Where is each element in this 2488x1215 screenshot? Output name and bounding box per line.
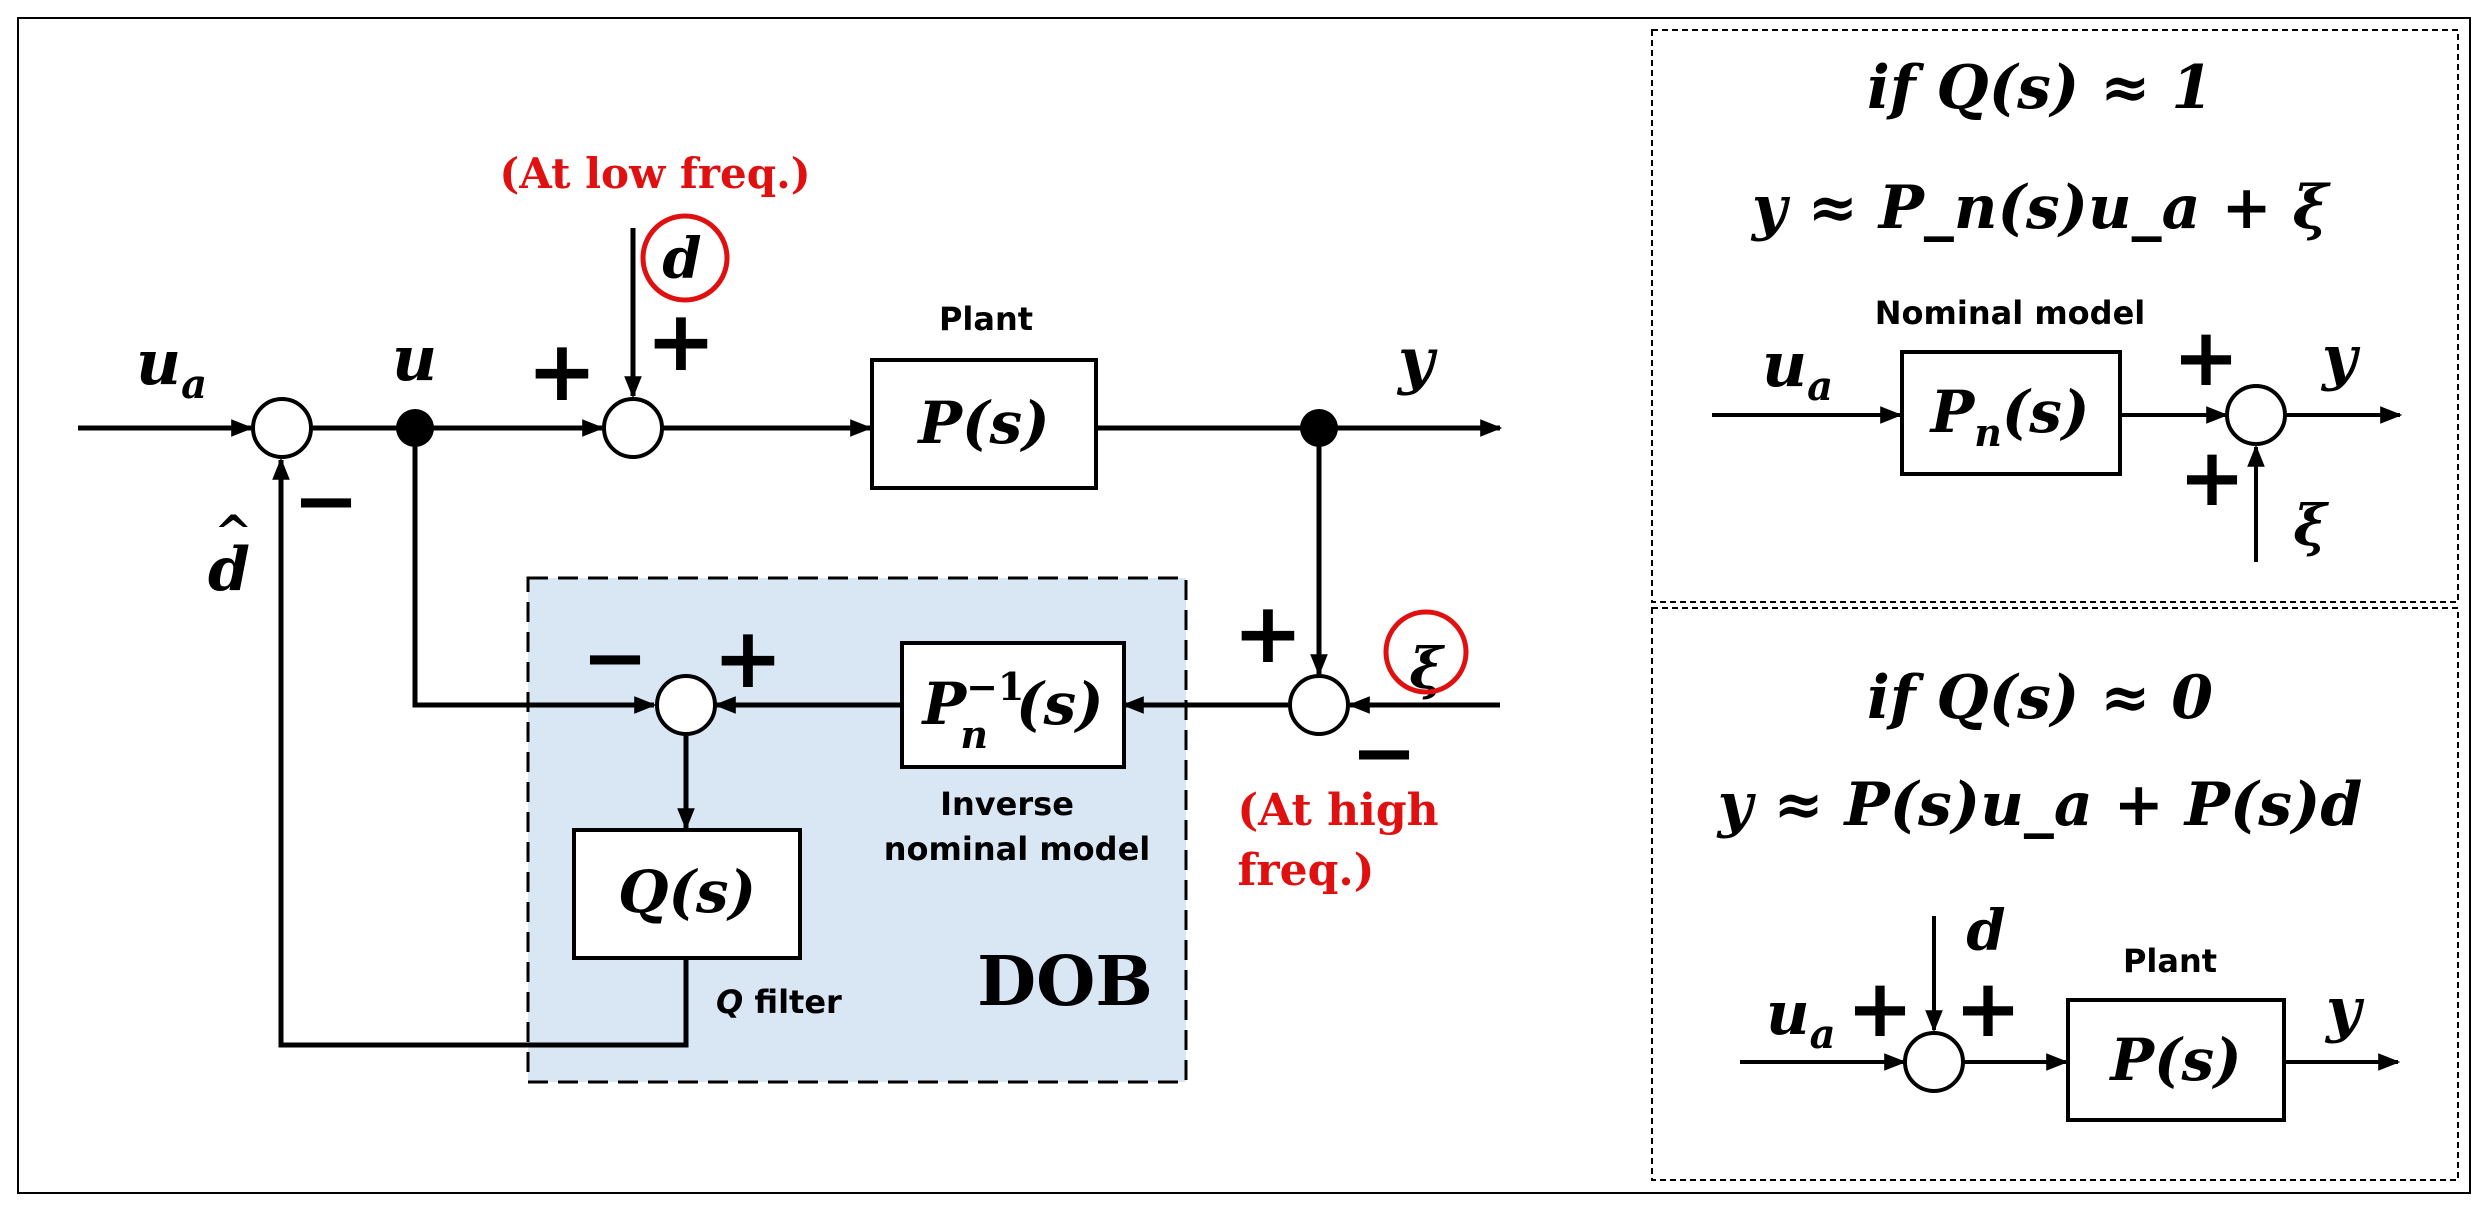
sign-minus-sum4: − <box>581 611 648 704</box>
plant-block <box>870 358 1098 490</box>
high-freq-note-line1: (At high <box>1237 785 1438 836</box>
sign-minus-sum1: − <box>292 454 359 547</box>
plant-label: Plant <box>939 300 1033 338</box>
inverse-nominal-block <box>900 641 1126 769</box>
bottom-summing-junction <box>1903 1031 1965 1093</box>
top-summing-junction <box>2225 384 2287 446</box>
q-filter-block <box>572 828 802 960</box>
sign-plus-sum4: + <box>713 609 783 707</box>
top-signal-y: y <box>2320 323 2361 393</box>
main-wires <box>78 228 1503 1048</box>
bottom-condition: if Q(s) ≈ 0 <box>1867 663 2213 733</box>
q-block-text: Q(s) <box>618 858 756 926</box>
top-panel-wires <box>1712 406 2403 562</box>
signal-y-label: y <box>1396 324 1438 397</box>
plant-block-text: P(s) <box>916 389 1049 457</box>
inverse-label-line1: Inverse <box>940 785 1074 823</box>
nominal-block-text: Pn(s) <box>1929 378 2090 455</box>
top-sign-plus-left: + <box>2172 311 2239 404</box>
top-signal-xi: ξ <box>2293 493 2329 559</box>
disturbance-d-label: d <box>662 226 701 292</box>
sign-plus-sum2-left: + <box>527 322 597 420</box>
dhat-accent: ^ <box>214 505 253 559</box>
top-equation: y ≈ P_n(s)u_a + ξ <box>1750 173 2332 243</box>
bottom-sign-plus-right: + <box>1954 962 2021 1055</box>
signal-u-label: u <box>392 322 437 395</box>
summing-junction-1 <box>251 397 313 459</box>
summing-junction-2 <box>602 397 664 459</box>
inverse-label-line2: nominal model <box>884 830 1150 868</box>
top-signal-ua: ua <box>1762 328 1833 410</box>
bottom-signal-d: d <box>1966 898 2005 964</box>
wire-q-to-sum1 <box>272 457 689 1048</box>
bottom-plant-block-text: P(s) <box>2108 1026 2241 1094</box>
bottom-equation: y ≈ P(s)u_a + P(s)d <box>1716 770 2363 840</box>
low-freq-note: (At low freq.) <box>499 149 810 198</box>
high-freq-note-line2: freq.) <box>1237 845 1374 896</box>
bottom-signal-y: y <box>2324 975 2365 1045</box>
bottom-signal-ua: ua <box>1766 979 1836 1058</box>
bottom-sign-plus-left: + <box>1846 962 1913 1055</box>
summing-junction-4 <box>655 674 717 736</box>
signal-dhat-label: d <box>208 535 250 605</box>
dob-label: DOB <box>977 942 1153 1022</box>
d-highlight-circle <box>640 213 730 303</box>
wire-u-to-sum4 <box>412 428 657 714</box>
signal-ua-label: ua <box>136 326 207 408</box>
bottom-panel-wires <box>1740 916 2401 1071</box>
q-filter-label: Q filter <box>716 983 842 1021</box>
top-panel-frame <box>1651 29 2459 603</box>
nominal-model-label: Nominal model <box>1875 294 2145 332</box>
branch-point-u <box>396 409 434 447</box>
xi-highlight-circle <box>1383 609 1469 695</box>
nominal-model-block <box>1900 350 2122 476</box>
bottom-plant-block <box>2066 998 2286 1122</box>
sign-plus-sum2-top: + <box>646 292 716 390</box>
top-sign-plus-bottom: + <box>2178 431 2245 524</box>
top-condition: if Q(s) ≈ 1 <box>1867 53 2213 123</box>
bottom-panel-frame <box>1651 607 2459 1181</box>
sign-plus-sum3: + <box>1233 584 1303 682</box>
sign-minus-sum3: − <box>1350 706 1417 799</box>
bottom-plant-label: Plant <box>2123 942 2217 980</box>
branch-point-y <box>1300 409 1338 447</box>
summing-junction-3 <box>1288 674 1350 736</box>
outer-frame <box>17 17 2471 1194</box>
